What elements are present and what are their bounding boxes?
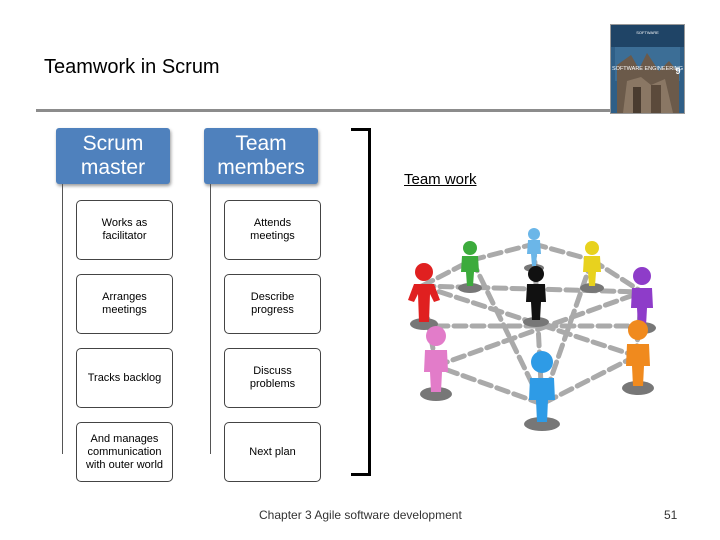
item-text-line: Tracks backlog bbox=[87, 371, 162, 384]
scrum-master-header-line: master bbox=[80, 156, 146, 179]
item-text-line: with outer world bbox=[85, 458, 164, 471]
item-text-line: Discuss bbox=[253, 365, 292, 377]
svg-text:SOFTWARE: SOFTWARE bbox=[636, 30, 659, 35]
team-network-illustration bbox=[408, 228, 656, 431]
item-text-line: progress bbox=[251, 304, 294, 316]
book-cover-edition: 9 bbox=[675, 66, 680, 76]
team-figures bbox=[408, 228, 656, 431]
team-members-header-line: Team bbox=[235, 132, 287, 155]
page-number: 51 bbox=[664, 508, 678, 522]
item-text-line: And manages bbox=[90, 432, 159, 445]
team-work-label: Team work bbox=[404, 171, 477, 188]
item-text-line: Describe bbox=[250, 291, 295, 303]
title-divider bbox=[36, 109, 684, 112]
figure-light-blue bbox=[524, 228, 544, 272]
scrum-master-connector bbox=[62, 184, 63, 454]
item-text-line: Attends bbox=[253, 217, 292, 229]
scrum-master-item: Tracks backlog bbox=[76, 348, 173, 408]
footer-chapter: Chapter 3 Agile software development bbox=[259, 508, 462, 522]
figure-pink bbox=[420, 326, 452, 401]
item-text-line: Works as bbox=[101, 217, 148, 229]
item-text-line: Arranges bbox=[102, 291, 147, 303]
book-cover-title: SOFTWARE ENGINEERING bbox=[612, 66, 683, 72]
book-cover-image: SOFTWARE SOFTWARE ENGINEERING 9 bbox=[610, 24, 685, 114]
item-text-line: communication bbox=[87, 445, 162, 458]
team-members-header: Team members bbox=[204, 128, 318, 184]
figure-yellow bbox=[580, 241, 604, 293]
grouping-bracket bbox=[351, 128, 371, 476]
item-text-line: meetings bbox=[250, 230, 295, 242]
item-text-line: meetings bbox=[102, 304, 147, 316]
scrum-master-header: Scrum master bbox=[56, 128, 170, 184]
item-text-line: problems bbox=[249, 378, 296, 390]
team-members-item: Next plan bbox=[224, 422, 321, 482]
figure-orange bbox=[622, 320, 654, 395]
team-members-header-line: members bbox=[217, 156, 305, 179]
figure-green bbox=[458, 241, 482, 293]
team-members-connector bbox=[210, 184, 211, 454]
figure-black bbox=[523, 266, 549, 327]
scrum-master-header-line: Scrum bbox=[82, 132, 144, 155]
item-text-line: facilitator bbox=[102, 230, 147, 242]
figure-blue bbox=[524, 351, 560, 431]
figure-red bbox=[408, 263, 440, 330]
slide-title: Teamwork in Scrum bbox=[44, 56, 220, 78]
item-text-line: Next plan bbox=[249, 445, 296, 458]
